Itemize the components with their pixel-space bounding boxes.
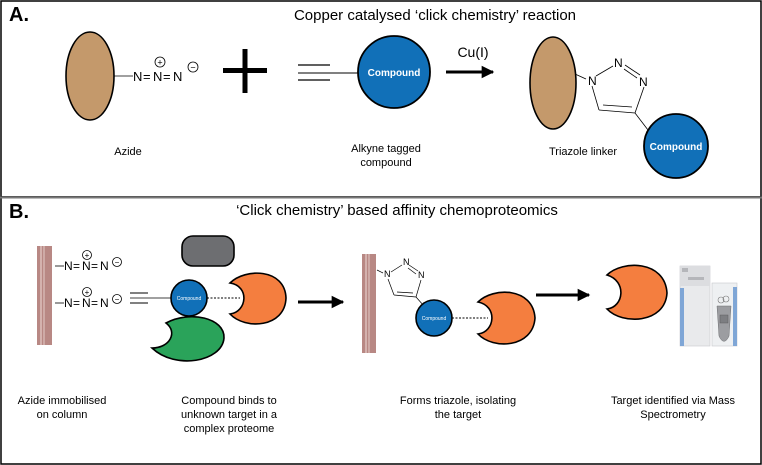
caption-line: complex proteome bbox=[184, 423, 275, 435]
azide-group: N = N = N + − bbox=[55, 250, 122, 273]
green-protein bbox=[150, 315, 225, 362]
triazole-n3: N bbox=[639, 75, 648, 89]
azide-n3: N bbox=[100, 259, 109, 273]
azide-reactant: N = N = N + − bbox=[65, 31, 199, 121]
negative-charge-icon bbox=[112, 294, 122, 304]
triazole-n1: N bbox=[588, 74, 597, 88]
double-bond: = bbox=[143, 69, 151, 84]
mass-spectrometer-icon bbox=[679, 265, 738, 347]
catalyst-label: Cu(I) bbox=[457, 44, 488, 60]
negative-charge-icon bbox=[187, 61, 199, 73]
double-bond: = bbox=[73, 296, 80, 310]
plus-sign: + bbox=[157, 58, 162, 68]
panel-a-letter: A. bbox=[9, 4, 29, 26]
compound-label: Compound bbox=[177, 296, 202, 302]
triazole-label: Triazole linker bbox=[549, 146, 617, 158]
alkyne-compound: Compound bbox=[298, 35, 431, 109]
azide-n3: N bbox=[173, 69, 182, 84]
negative-charge-icon bbox=[112, 257, 122, 267]
double-bond: = bbox=[91, 296, 98, 310]
azide-group: N = N = N + − bbox=[55, 287, 122, 310]
triazole-ring bbox=[387, 264, 425, 307]
positive-charge-icon bbox=[82, 287, 92, 297]
triazole-product: N N N Compound bbox=[529, 36, 709, 179]
minus-sign: − bbox=[115, 258, 120, 267]
grey-protein bbox=[181, 235, 235, 267]
plus-sign: + bbox=[85, 251, 90, 260]
plus-icon bbox=[223, 49, 267, 93]
compound-label: Compound bbox=[650, 142, 703, 153]
target-protein-orange bbox=[476, 291, 536, 345]
panel-a-title: Copper catalysed ‘click chemistry’ react… bbox=[294, 7, 576, 24]
caption-line: unknown target in a bbox=[181, 409, 278, 421]
triazole-column: N N N Compound bbox=[362, 254, 536, 353]
plus-sign: + bbox=[85, 288, 90, 297]
panel-b-frame bbox=[0, 196, 762, 465]
positive-charge-icon bbox=[82, 250, 92, 260]
triazole-n2: N bbox=[614, 56, 623, 70]
azide-n3: N bbox=[100, 296, 109, 310]
caption-line: on column bbox=[37, 409, 88, 421]
compound-circle bbox=[643, 113, 709, 179]
caption-line: Spectrometry bbox=[640, 409, 706, 421]
azide-n2: N bbox=[82, 259, 91, 273]
azide-n2: N bbox=[153, 69, 162, 84]
positive-charge-icon bbox=[154, 56, 166, 68]
compound-label: Compound bbox=[368, 68, 421, 79]
triazole-n1: N bbox=[384, 269, 391, 279]
caption-line: the target bbox=[435, 409, 481, 421]
proteome-mixture: Compound bbox=[130, 235, 287, 362]
triazole-n2: N bbox=[403, 257, 410, 267]
azide-column: N = N = N + − N = N = N + − bbox=[37, 246, 122, 345]
azide-n2: N bbox=[82, 296, 91, 310]
caption-line: Compound binds to bbox=[181, 395, 276, 407]
double-bond: = bbox=[73, 259, 80, 273]
triazole-ring bbox=[591, 64, 649, 131]
alkyne-label-line2: compound bbox=[360, 157, 411, 169]
caption-line: Azide immobilised bbox=[18, 395, 107, 407]
azide-label: Azide bbox=[114, 146, 142, 158]
compound-label: Compound bbox=[422, 316, 447, 322]
panel-b-letter: B. bbox=[9, 201, 29, 223]
double-bond: = bbox=[91, 259, 98, 273]
step-caption-2: Compound binds to unknown target in a co… bbox=[181, 395, 278, 435]
compound-circle bbox=[357, 35, 431, 109]
minus-sign: − bbox=[190, 63, 195, 73]
step-caption-1: Azide immobilised on column bbox=[18, 395, 107, 421]
step-caption-3: Forms triazole, isolating the target bbox=[400, 395, 516, 421]
target-protein-orange bbox=[228, 272, 287, 325]
minus-sign: − bbox=[115, 295, 120, 304]
caption-line: Forms triazole, isolating bbox=[400, 395, 516, 407]
azide-n1: N bbox=[133, 69, 142, 84]
isolated-target-protein bbox=[605, 264, 668, 321]
double-bond: = bbox=[163, 69, 171, 84]
azide-group: N = N = N + − bbox=[133, 56, 199, 84]
triazole-n3: N bbox=[418, 270, 425, 280]
azide-n1: N bbox=[64, 259, 73, 273]
azide-n1: N bbox=[64, 296, 73, 310]
bead-ellipse bbox=[529, 36, 577, 130]
bead-ellipse bbox=[65, 31, 115, 121]
step-caption-4: Target identified via Mass Spectrometry bbox=[611, 395, 736, 421]
column bbox=[37, 246, 52, 345]
alkyne-label-line1: Alkyne tagged bbox=[351, 143, 421, 155]
caption-line: Target identified via Mass bbox=[611, 395, 736, 407]
panel-b-title: ‘Click chemistry’ based affinity chemopr… bbox=[236, 202, 558, 219]
